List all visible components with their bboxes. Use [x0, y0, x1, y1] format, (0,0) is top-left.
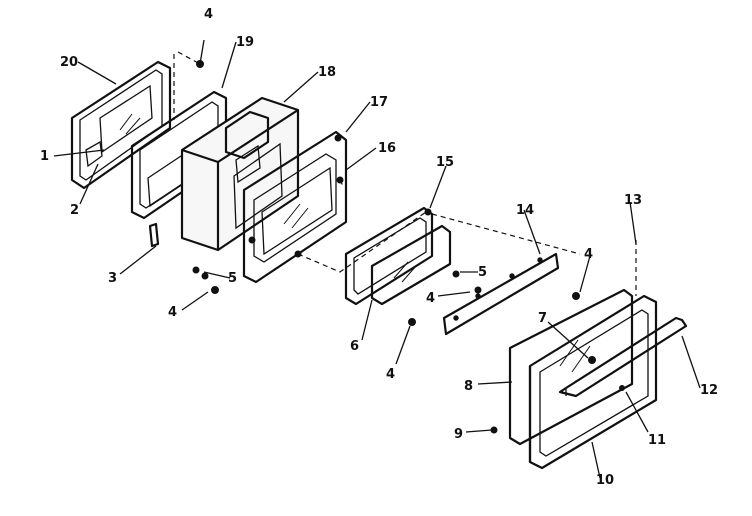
part-10-door-frame: [528, 294, 658, 470]
screws-right: [490, 356, 625, 434]
callout-4-bottom: 4: [386, 367, 395, 382]
part-18-insulation-box: [180, 96, 300, 252]
part-20-inner-panel: [70, 60, 172, 190]
callout-15: 15: [436, 155, 454, 170]
part-8-outer-glass: [508, 288, 634, 446]
callout-18: 18: [318, 65, 336, 80]
callout-19: 19: [236, 35, 254, 50]
part-14-hinge-strip: [442, 252, 560, 336]
callout-1: 1: [40, 149, 49, 164]
screws-middle: [408, 270, 580, 326]
callout-4-left: 4: [168, 305, 177, 320]
callout-4-top: 4: [204, 7, 213, 22]
callout-11: 11: [648, 433, 666, 448]
callout-20: 20: [60, 55, 78, 70]
callout-5-left: 5: [228, 271, 237, 286]
part-6-glass-pane: [370, 224, 452, 306]
callout-17: 17: [370, 95, 388, 110]
callout-10: 10: [596, 473, 614, 488]
callout-2: 2: [70, 203, 79, 218]
callout-12: 12: [700, 383, 718, 398]
callout-9: 9: [454, 427, 463, 442]
callout-6: 6: [350, 339, 359, 354]
callout-3: 3: [108, 271, 117, 286]
part-12-handle: [558, 316, 688, 398]
callout-7: 7: [538, 311, 547, 326]
callout-16: 16: [378, 141, 396, 156]
callout-5-mid: 5: [478, 265, 487, 280]
callout-labels: 1 2 3 4 4 4 4 4 5 5 6 7 8 9 10 11 12 13 …: [40, 7, 718, 488]
alignment-lines-right: [431, 213, 637, 296]
alignment-lines-left: [173, 51, 427, 273]
callout-leaders: [53, 41, 701, 479]
screws-left: [192, 39, 219, 294]
callout-8: 8: [464, 379, 473, 394]
callout-4-mid: 4: [426, 291, 435, 306]
part-15-glass-frame: [344, 206, 434, 306]
part-3-bracket: [148, 222, 160, 248]
callout-4-right: 4: [584, 247, 593, 262]
callout-13: 13: [624, 193, 642, 208]
callout-14: 14: [516, 203, 534, 218]
